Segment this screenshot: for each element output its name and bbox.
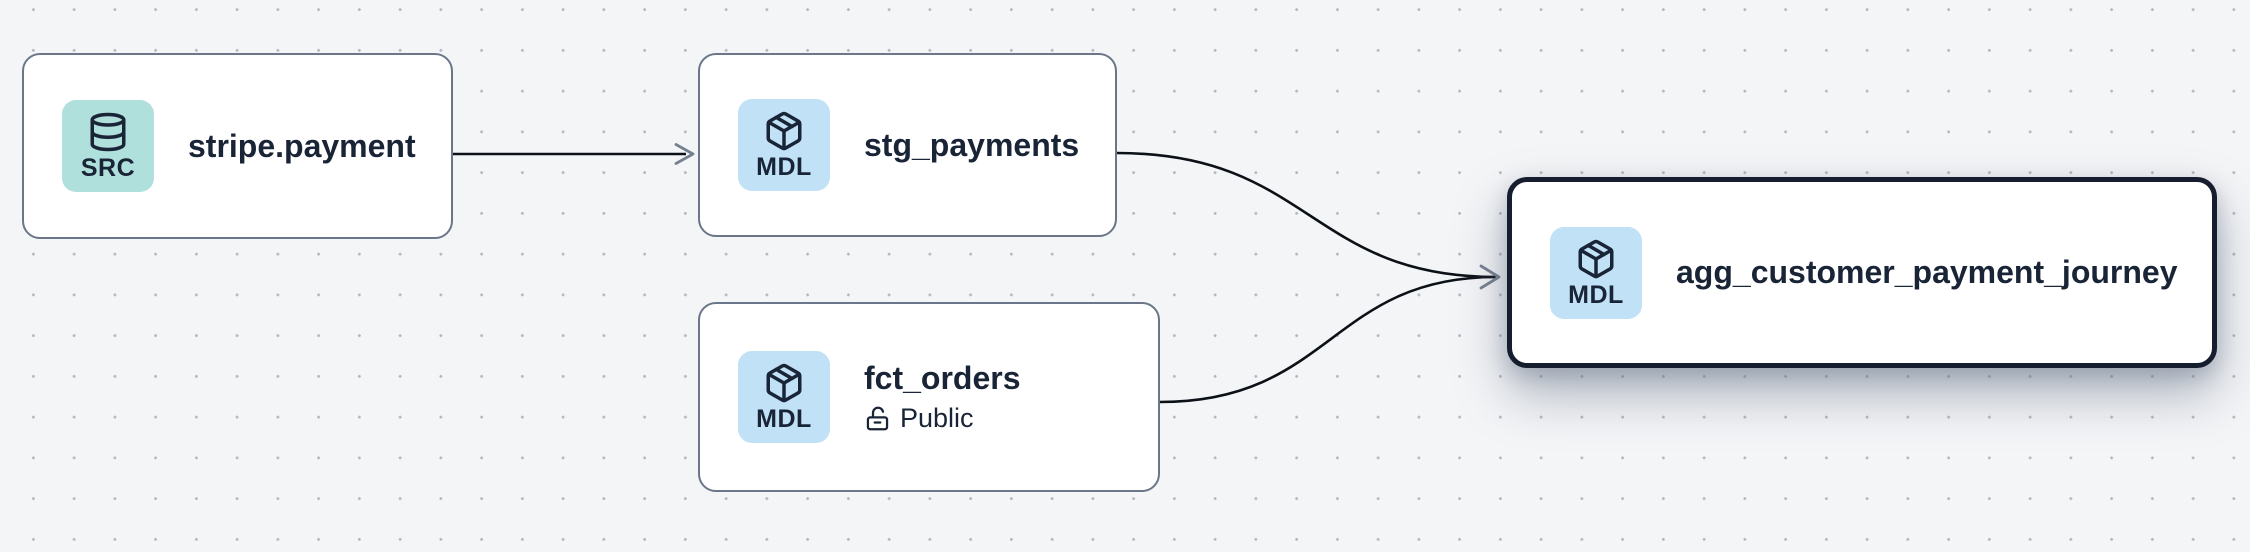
badge-label: MDL bbox=[756, 153, 812, 181]
package-icon bbox=[766, 111, 802, 151]
badge-label: MDL bbox=[756, 405, 812, 433]
node-title: fct_orders bbox=[864, 359, 1021, 396]
access-label: Public bbox=[900, 403, 974, 434]
model-badge: MDL bbox=[1550, 226, 1642, 319]
node-fct-orders[interactable]: MDL fct_orders Public bbox=[698, 302, 1160, 492]
lock-open-icon bbox=[866, 407, 889, 431]
package-icon bbox=[766, 363, 802, 403]
model-badge: MDL bbox=[738, 351, 830, 443]
node-title: stripe.payment bbox=[188, 127, 416, 164]
node-stg-payments[interactable]: MDL stg_payments bbox=[698, 53, 1117, 237]
package-icon bbox=[1578, 239, 1614, 278]
arrowhead-into-agg bbox=[1479, 264, 1501, 290]
node-title: stg_payments bbox=[864, 126, 1080, 163]
badge-label: MDL bbox=[1568, 280, 1624, 309]
badge-label: SRC bbox=[80, 154, 136, 182]
database-icon bbox=[90, 112, 126, 152]
arrowhead-into-stg-payments bbox=[674, 143, 695, 165]
source-badge: SRC bbox=[62, 100, 154, 192]
access-row: Public bbox=[864, 403, 1021, 434]
edge-fct-orders-to-agg bbox=[1159, 275, 1497, 404]
model-badge: MDL bbox=[738, 99, 830, 191]
node-title: agg_customer_payment_journey bbox=[1676, 254, 2178, 291]
edge-stg-payments-to-agg bbox=[1116, 151, 1497, 279]
node-agg-customer-payment-journey[interactable]: MDL agg_customer_payment_journey bbox=[1507, 177, 2217, 368]
node-stripe-payment[interactable]: SRC stripe.payment bbox=[22, 53, 453, 239]
